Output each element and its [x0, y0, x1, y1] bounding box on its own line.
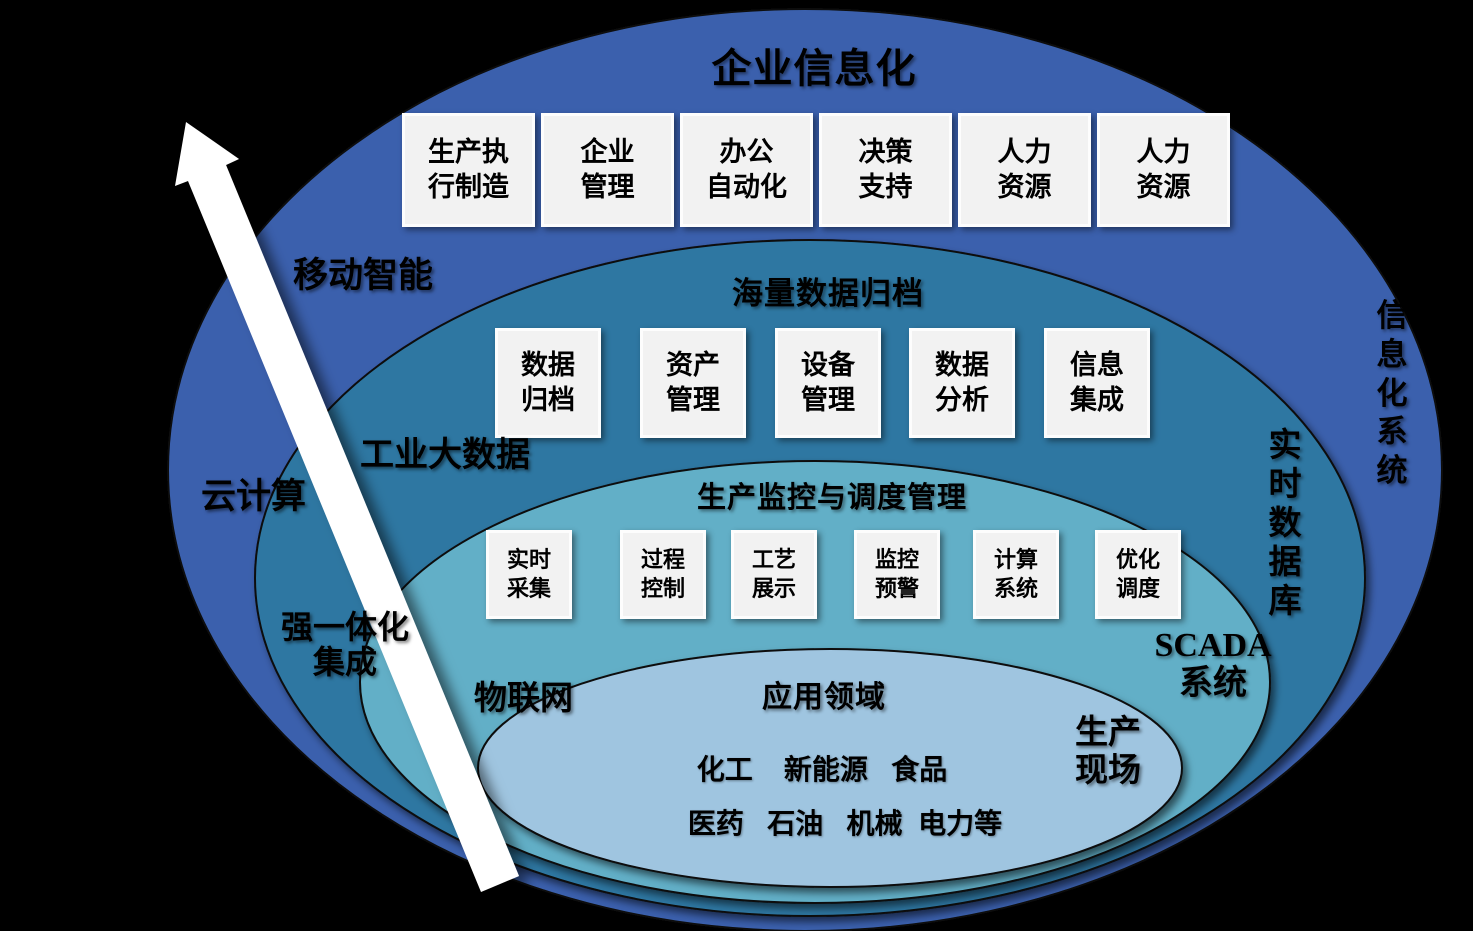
box-office-automation: 办公 自动化 [680, 113, 813, 227]
label-production-site: 生产 现场 [1075, 715, 1141, 789]
label-industrial-big-data: 工业大数据 [360, 437, 530, 474]
layer3-title: 生产监控与调度管理 [696, 482, 967, 514]
box-information-integration: 信息 集成 [1044, 328, 1150, 438]
box-data-analysis: 数据 分析 [909, 328, 1015, 438]
industries-line2: 医药 石油 机械 电力等 [687, 808, 1003, 839]
box-data-archiving: 数据 归档 [495, 328, 601, 438]
box-decision-support: 决策 支持 [819, 113, 952, 227]
box-optimized-scheduling: 优化 调度 [1095, 530, 1181, 619]
box-process-display: 工艺 展示 [731, 530, 817, 619]
label-integration: 强一体化 集成 [280, 609, 409, 681]
label-scada-system: SCADA 系统 [1154, 627, 1272, 703]
label-mobile-intelligence: 移动智能 [293, 256, 434, 295]
layer4-ellipse [477, 648, 1183, 888]
layer4-title: 应用领域 [762, 681, 886, 714]
box-asset-management: 资产 管理 [640, 328, 746, 438]
box-production-execution: 生产执 行制造 [402, 113, 535, 227]
label-informatization-system: 信 息 化 系 统 [1376, 298, 1408, 488]
box-realtime-collection: 实时 采集 [486, 530, 572, 619]
label-cloud-computing: 云计算 [201, 477, 307, 516]
upward-arrow-icon [175, 122, 519, 892]
box-equipment-management: 设备 管理 [775, 328, 881, 438]
label-iot: 物联网 [474, 681, 573, 717]
box-computing-system: 计算 系统 [973, 530, 1059, 619]
industries-line1: 化工 新能源 食品 [696, 754, 948, 785]
box-monitoring-warning: 监控 预警 [854, 530, 940, 619]
box-human-resources-2: 人力 资源 [1097, 113, 1230, 227]
box-human-resources-1: 人力 资源 [958, 113, 1091, 227]
layer1-title: 企业信息化 [711, 47, 917, 91]
label-realtime-database: 实 时 数 据 库 [1268, 428, 1302, 620]
box-process-control: 过程 控制 [620, 530, 706, 619]
layer2-title: 海量数据归档 [732, 276, 924, 311]
box-enterprise-management: 企业 管理 [541, 113, 674, 227]
